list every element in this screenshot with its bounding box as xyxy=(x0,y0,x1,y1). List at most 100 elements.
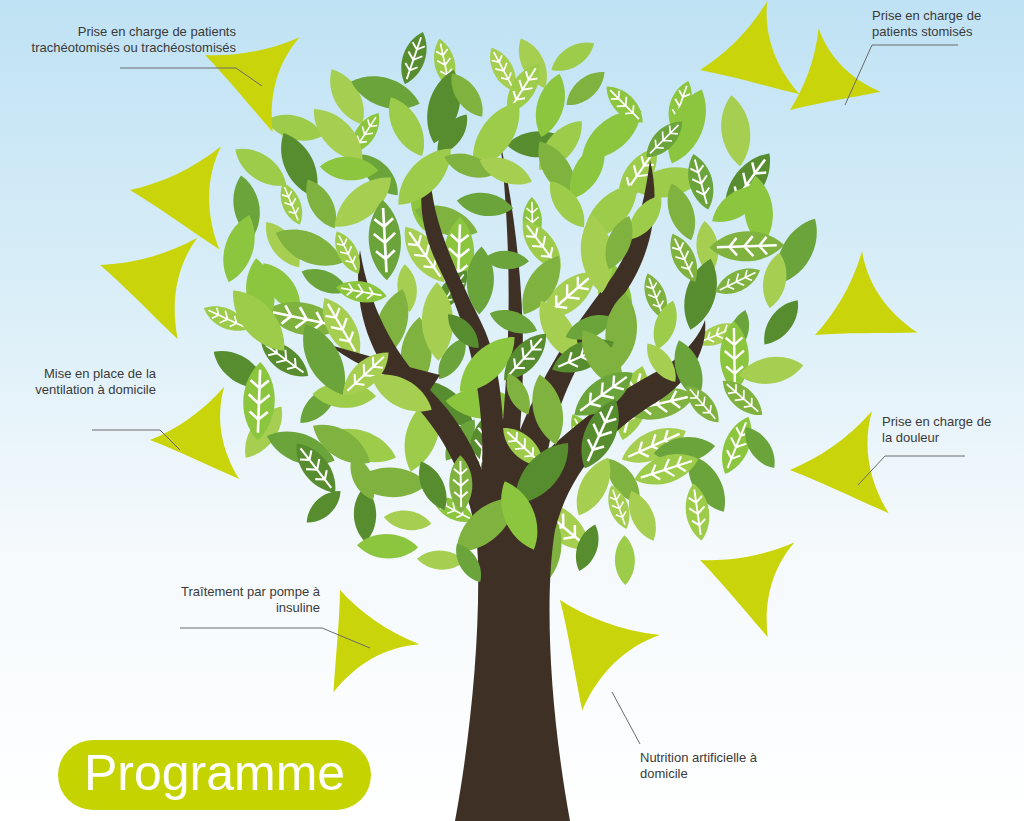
leaf-shape xyxy=(382,507,432,533)
callout-label: Nutrition artificielle à domicile xyxy=(640,750,770,782)
leaf-shape xyxy=(682,482,713,542)
leaf-vein xyxy=(294,443,338,493)
leaf-shape xyxy=(455,189,515,220)
leaf xyxy=(328,227,367,278)
leaf xyxy=(541,175,593,235)
leaf xyxy=(441,308,485,354)
leaf-shape xyxy=(367,199,403,281)
flag-leaf xyxy=(686,1,809,128)
leaf xyxy=(615,535,636,585)
leaf-shape xyxy=(570,521,605,574)
flag-leaf xyxy=(781,411,899,535)
leaf-shape xyxy=(411,457,454,515)
leaf-shape xyxy=(443,67,491,122)
flag-leaf xyxy=(515,571,660,717)
leaf xyxy=(319,155,379,183)
leaf-vein xyxy=(502,333,548,381)
pill-text: Programme xyxy=(84,745,345,801)
leaf-shape xyxy=(737,352,806,388)
leaf xyxy=(449,455,473,513)
leaf xyxy=(603,482,636,532)
leaf-vein xyxy=(687,488,709,536)
title-pill: Programme xyxy=(58,740,371,810)
leaf xyxy=(737,352,806,388)
leaf-vein xyxy=(716,235,777,257)
leaf xyxy=(759,251,791,310)
leaf-vein xyxy=(579,402,622,465)
leaf xyxy=(486,304,540,340)
leaf-shape xyxy=(300,484,346,529)
leaf-shape xyxy=(319,155,379,183)
leaf-vein xyxy=(372,207,397,272)
leaf-vein xyxy=(247,369,270,433)
leaf xyxy=(354,466,429,498)
leaf-vein xyxy=(453,461,469,507)
leaf xyxy=(682,482,713,542)
leaf-shape xyxy=(663,229,705,286)
leaf-shape xyxy=(679,379,726,428)
leaf xyxy=(475,150,536,192)
flag-leaves xyxy=(94,1,925,717)
leaf-shape xyxy=(598,212,640,273)
leaf xyxy=(387,138,462,215)
leaf-shape xyxy=(441,308,485,354)
leaf xyxy=(546,35,599,79)
leaf-vein xyxy=(638,452,695,486)
leaf xyxy=(300,484,346,529)
leaf-shape xyxy=(357,533,419,560)
leaf-shape xyxy=(737,421,782,473)
leaf-vein xyxy=(668,236,699,281)
leaf xyxy=(365,364,439,422)
leaf-vein xyxy=(687,158,714,206)
leaf-shape xyxy=(475,150,536,192)
leaf-shape xyxy=(354,466,429,498)
leaf-vein xyxy=(685,385,720,423)
leaf-shape xyxy=(711,261,764,301)
leaf xyxy=(660,180,702,245)
leaf xyxy=(495,325,555,388)
leaf-shape xyxy=(546,35,599,79)
leaf-vein xyxy=(333,233,362,273)
leaf-shape xyxy=(449,539,488,587)
leaf xyxy=(599,79,649,129)
leaf-shape xyxy=(365,364,439,422)
flag-leaf xyxy=(767,28,887,147)
leaf-vein xyxy=(607,488,631,527)
leaf xyxy=(598,212,640,273)
leaf xyxy=(717,94,754,168)
leaf xyxy=(382,507,432,533)
flag-leaf xyxy=(793,251,925,384)
leaf-shape xyxy=(599,79,649,129)
leaf-vein xyxy=(645,120,683,158)
leaf xyxy=(287,436,345,501)
leaf-shape xyxy=(221,280,296,361)
callout-label: Prise en charge de patients stomisés xyxy=(872,8,1012,40)
leaf-shape xyxy=(449,455,473,513)
leaf xyxy=(526,371,570,448)
leaf-shape xyxy=(630,446,702,492)
leaf-shape xyxy=(526,371,570,448)
leaf-vein xyxy=(279,185,304,223)
leaf xyxy=(242,361,276,441)
leader-lines xyxy=(92,45,965,744)
leaf xyxy=(560,64,611,112)
leaf-shape xyxy=(495,325,555,388)
leaf-shape xyxy=(287,436,345,501)
leaf xyxy=(334,277,388,306)
leaf xyxy=(709,230,785,263)
leaf-vein xyxy=(400,35,428,82)
leaf xyxy=(357,533,419,560)
leaf-shape xyxy=(615,535,636,585)
leaf-shape xyxy=(709,230,785,263)
leaf-shape xyxy=(756,294,807,351)
leaf-shape xyxy=(486,304,540,340)
leaf-shape xyxy=(394,29,433,88)
leaf xyxy=(367,199,403,281)
leaf xyxy=(411,457,454,515)
leaf-shape xyxy=(716,373,769,423)
leaf-shape xyxy=(500,370,536,419)
leaf-shape xyxy=(491,476,547,556)
leaf-shape xyxy=(660,180,702,245)
leaf xyxy=(663,229,705,286)
leaf xyxy=(449,539,488,587)
